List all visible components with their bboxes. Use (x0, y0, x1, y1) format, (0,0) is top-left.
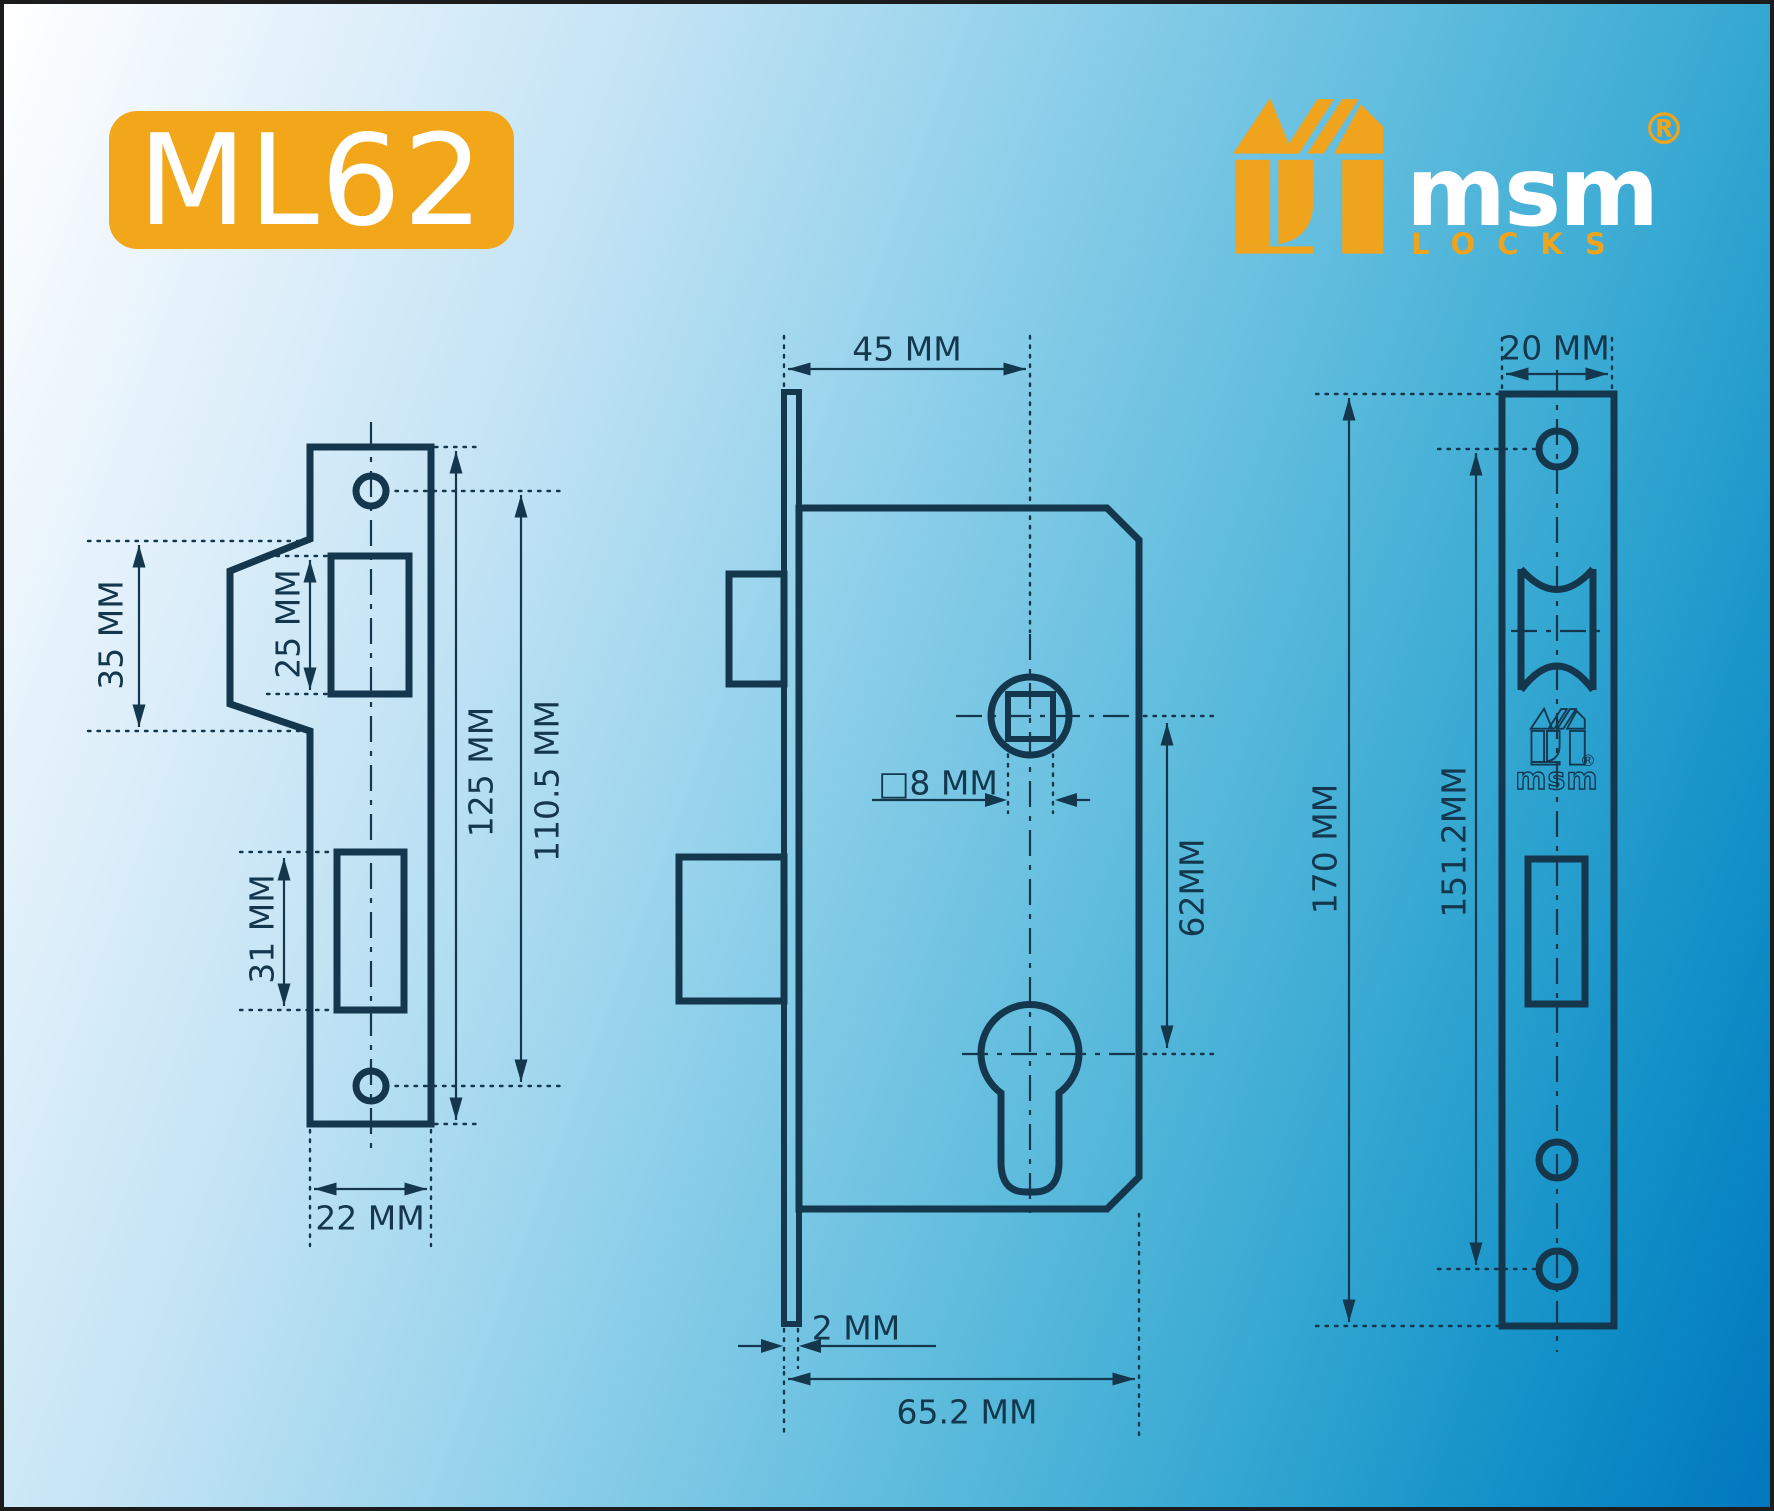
extension-lines (86, 445, 564, 1248)
engraved-registered-mark: ® (1580, 751, 1596, 770)
arrowhead (985, 793, 1007, 807)
brand-wordmark: msm (1406, 136, 1659, 248)
engraved-brand-mark: msm (1515, 762, 1598, 797)
dim-label-spindle-to-cylinder: 62MM (1172, 838, 1212, 938)
dim-label-plate-width: 22 MM (315, 1198, 425, 1238)
model-badge-label: ML62 (137, 106, 486, 254)
deadbolt (675, 853, 788, 1005)
euro-cylinder-hole (977, 1001, 1083, 1196)
dim-label-spindle-square: □8 MM (878, 763, 998, 803)
dim-label-faceplate-width: 20 MM (1500, 328, 1610, 368)
strike-plate-outline (226, 443, 435, 1128)
arrowhead (799, 1339, 821, 1353)
lock-body-outline (795, 504, 1143, 1213)
centerlines (956, 634, 1139, 1222)
dim-label-lip-height: 35 MM (91, 580, 131, 690)
dim-label-faceplate-hole-spacing: 151.2MM (1434, 766, 1474, 918)
model-badge: ML62 (109, 107, 514, 254)
dim-label-latch-cutout: 25 MM (268, 569, 308, 679)
lock-body-side-view (675, 334, 1218, 1438)
dim-label-faceplate-thickness: 2 MM (811, 1308, 901, 1348)
extension-lines (782, 334, 1218, 1438)
dim-label-backset: 45 MM (852, 329, 962, 369)
drawing-linework: msm ® (86, 98, 1618, 1438)
arrowhead (761, 1339, 783, 1353)
centerlines (1511, 370, 1603, 1352)
arrowhead (1055, 793, 1077, 807)
msm-house-icon (1233, 98, 1384, 254)
dim-label-plate-length: 125 MM (461, 706, 501, 838)
faceplate-front-view: msm ® (1314, 336, 1618, 1352)
dim-label-deadbolt-cutout: 31 MM (242, 874, 282, 984)
dim-label-body-depth: 65.2 MM (896, 1392, 1038, 1432)
registered-trademark-icon: ® (1642, 104, 1686, 155)
dim-label-hole-spacing: 110.5 MM (527, 700, 567, 862)
dim-label-faceplate-length: 170 MM (1305, 783, 1345, 915)
strike-plate-view (86, 422, 564, 1248)
deadbolt-window (1524, 855, 1589, 1008)
latch-bolt (725, 570, 788, 688)
brand-sub-wordmark: LOCKS (1411, 227, 1628, 261)
